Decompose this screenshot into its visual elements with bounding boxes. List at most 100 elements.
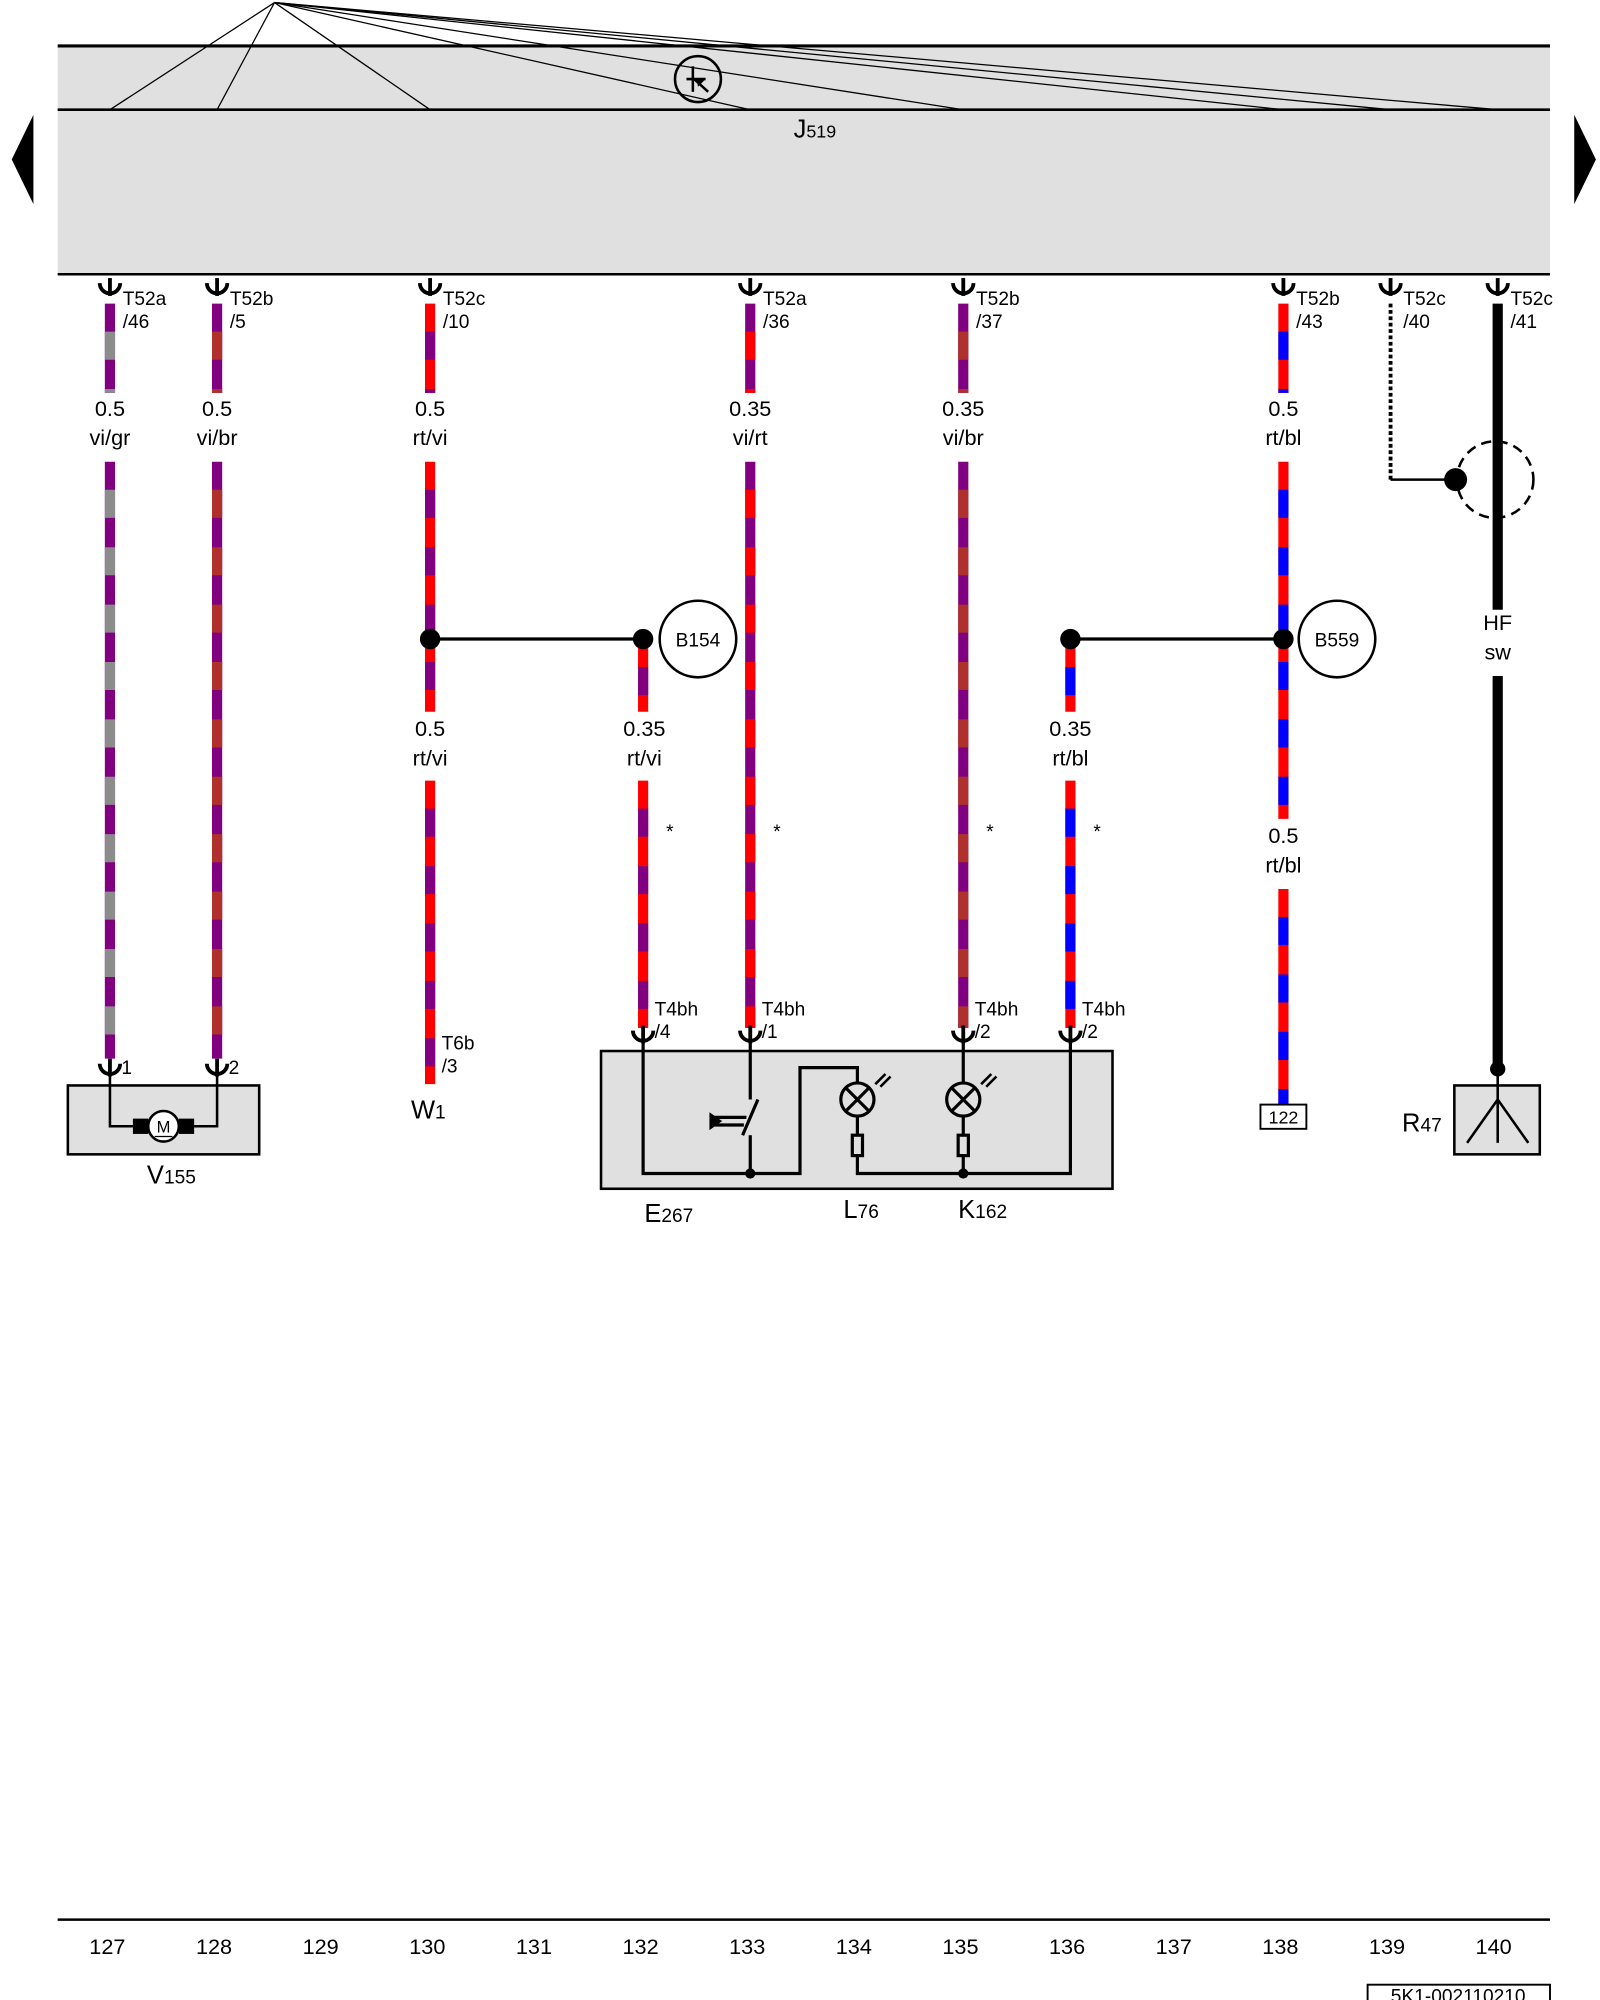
wire-label: 0.5 rt/vi — [413, 396, 448, 450]
svg-text:T52b: T52b — [230, 289, 274, 310]
svg-text:/10: /10 — [443, 312, 470, 333]
svg-text:vi/rt: vi/rt — [733, 425, 768, 450]
svg-text:/43: /43 — [1296, 312, 1323, 333]
connector-label: T4bh/2 — [975, 999, 1019, 1043]
svg-text:HF: HF — [1483, 610, 1512, 635]
svg-text:rt/vi: rt/vi — [413, 745, 448, 770]
svg-text:/37: /37 — [976, 312, 1003, 333]
track-number: 136 — [1049, 1934, 1085, 1959]
track-number: 135 — [942, 1934, 978, 1959]
connector-label: T4bh/1 — [762, 999, 806, 1043]
shield-symbol-icon — [1455, 440, 1535, 520]
reference-122[interactable]: 122 — [1259, 1103, 1308, 1130]
track-number: 130 — [409, 1934, 445, 1959]
track-number: 131 — [516, 1934, 552, 1959]
svg-text:T4bh: T4bh — [762, 999, 806, 1020]
track-number: 132 — [622, 1934, 658, 1959]
previous-page-arrow-icon[interactable] — [11, 114, 34, 205]
svg-text:/46: /46 — [123, 312, 150, 333]
svg-text:B154: B154 — [676, 631, 721, 652]
junction-node — [1060, 628, 1081, 650]
wire-line — [274, 1, 1391, 111]
svg-text:0.35: 0.35 — [1049, 716, 1091, 741]
svg-text:vi/br: vi/br — [943, 425, 984, 450]
svg-text:rt/vi: rt/vi — [413, 425, 448, 450]
svg-text:0.5: 0.5 — [95, 396, 125, 421]
svg-text:/5: /5 — [230, 312, 246, 333]
splice-b154: B154 — [658, 599, 738, 679]
switch-lamp-unit — [599, 1035, 1114, 1191]
svg-text:sw: sw — [1484, 639, 1511, 664]
svg-text:5K1-002110210: 5K1-002110210 — [1391, 1987, 1526, 2000]
svg-text:/3: /3 — [442, 1057, 458, 1078]
svg-text:T52c: T52c — [1510, 289, 1553, 310]
svg-text:0.5: 0.5 — [415, 396, 445, 421]
svg-text:/41: /41 — [1510, 312, 1537, 333]
svg-text:0.5: 0.5 — [415, 716, 445, 741]
track-number: 128 — [196, 1934, 232, 1959]
module-label: J519 — [794, 116, 837, 144]
next-page-arrow-icon[interactable] — [1574, 114, 1596, 205]
component-label-e267: E267 — [644, 1200, 693, 1228]
wire-label: 0.35 rt/bl — [1049, 716, 1091, 770]
wire-label: 0.5 vi/br — [197, 396, 238, 450]
wire-label: 0.35 vi/br — [942, 396, 984, 450]
track-number: 134 — [836, 1934, 872, 1959]
svg-text:rt/bl: rt/bl — [1052, 745, 1088, 770]
connector-label: T52a/36 — [763, 289, 807, 333]
connector-label: T52b/43 — [1296, 289, 1340, 333]
component-label-v155: V155 — [147, 1162, 196, 1190]
svg-text:T52c: T52c — [1403, 289, 1446, 310]
svg-text:0.5: 0.5 — [1268, 823, 1298, 848]
wire-label: 0.35 rt/vi — [623, 716, 665, 770]
motor-pin-label: 2 — [229, 1058, 240, 1079]
connector-label: T52c/10 — [443, 289, 486, 333]
track-number: 127 — [89, 1934, 125, 1959]
asterisk-note: * — [1093, 822, 1101, 843]
control-module-j519: J519 — [57, 44, 1550, 276]
connector-label: T52c/41 — [1510, 289, 1553, 333]
document-id: 5K1-002110210 — [1366, 1983, 1551, 2000]
svg-text:T52b: T52b — [1296, 289, 1340, 310]
junction-node — [1273, 628, 1294, 650]
svg-text:0.35: 0.35 — [729, 396, 771, 421]
svg-text:T52c: T52c — [443, 289, 486, 310]
connector-label: T4bh/4 — [655, 999, 699, 1043]
svg-text:0.35: 0.35 — [942, 396, 984, 421]
svg-text:M: M — [157, 1118, 171, 1137]
track-number: 133 — [729, 1934, 765, 1959]
component-label-r47: R47 — [1402, 1109, 1442, 1137]
motor-v155: M — [66, 1068, 261, 1156]
svg-text:vi/gr: vi/gr — [89, 425, 130, 450]
wire-line — [216, 2, 276, 110]
svg-text:/2: /2 — [975, 1022, 991, 1043]
junction-node — [632, 628, 654, 650]
asterisk-note: * — [773, 822, 781, 843]
svg-text:rt/vi: rt/vi — [627, 745, 662, 770]
component-label-l76: L76 — [843, 1196, 878, 1224]
component-label-w1: W1 — [411, 1097, 446, 1125]
svg-text:/4: /4 — [655, 1022, 671, 1043]
svg-text:vi/br: vi/br — [197, 425, 238, 450]
component-label-k162: K162 — [958, 1196, 1007, 1224]
connector-label: T6b/3 — [442, 1034, 475, 1078]
svg-text:0.5: 0.5 — [202, 396, 232, 421]
wire-line — [274, 1, 1284, 111]
connector-label: T52b/5 — [230, 289, 274, 333]
antenna-r47 — [1453, 1068, 1542, 1156]
connector-label: T52c/40 — [1403, 289, 1446, 333]
connector-label: T4bh/2 — [1082, 999, 1126, 1043]
asterisk-note: * — [986, 822, 994, 843]
track-number: 138 — [1262, 1934, 1298, 1959]
track-number: 137 — [1156, 1934, 1192, 1959]
motor-pin-label: 1 — [121, 1058, 132, 1079]
track-number: 139 — [1369, 1934, 1405, 1959]
track-number: 129 — [303, 1934, 339, 1959]
wire-line — [109, 2, 275, 111]
splice-b559: B559 — [1297, 599, 1377, 679]
asterisk-note: * — [666, 822, 674, 843]
svg-text:0.35: 0.35 — [623, 716, 665, 741]
wire-label: 0.35 vi/rt — [729, 396, 771, 450]
lamp-icon — [945, 1073, 998, 1118]
